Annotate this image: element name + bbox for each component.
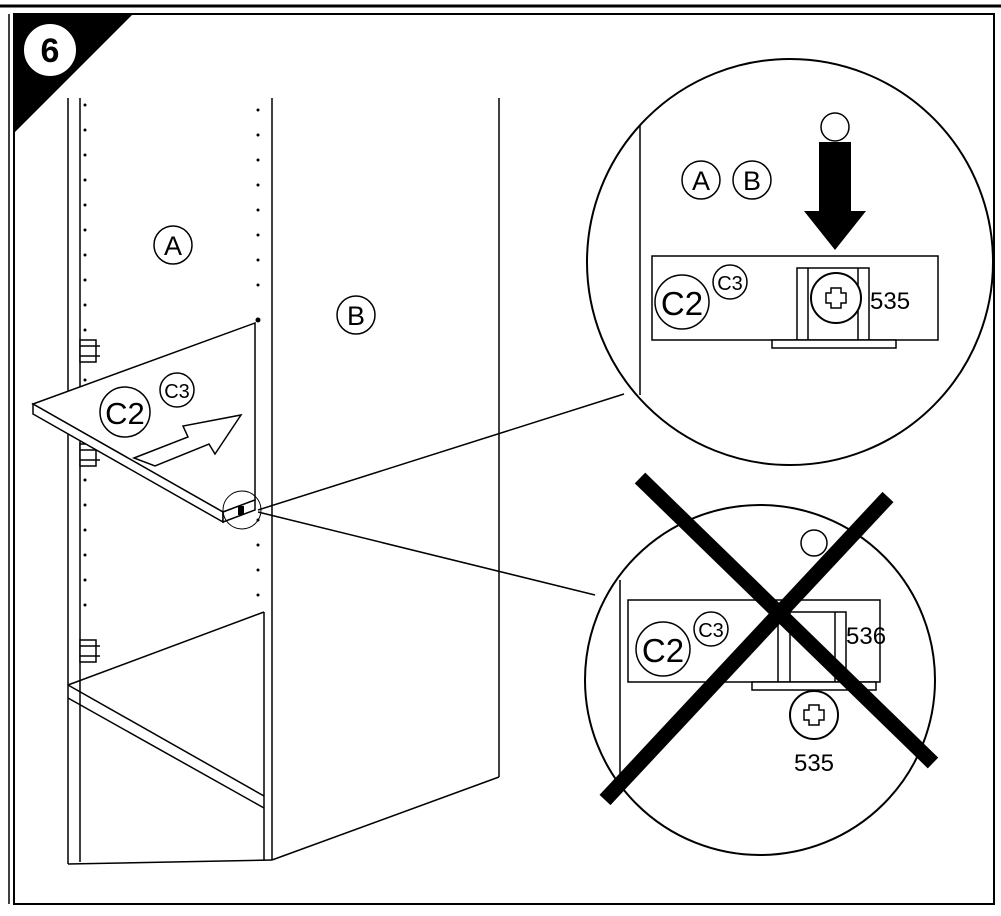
shelf-c3-label: C3 [164, 381, 190, 403]
leader-line-incorrect [257, 511, 596, 596]
leader-line-correct [257, 393, 625, 511]
detail-panel-b-circle [732, 160, 772, 200]
detail-incorrect-c3-label: C3 [698, 620, 724, 642]
detail-correct: 535 A B C2 C3 [586, 58, 994, 466]
step-frame [13, 13, 995, 905]
detail-incorrect-c2-circle [635, 621, 691, 677]
panel-a-label: A [164, 231, 182, 261]
detail-panel-a-label: A [692, 166, 710, 196]
screw-cross-head-icon [825, 287, 847, 309]
step-number-circle [22, 22, 78, 78]
plinth-edge [67, 697, 265, 809]
wrong-x-mark-icon [634, 472, 939, 769]
hinge-bracket-icon [79, 339, 100, 363]
panel-b-label: B [347, 301, 365, 331]
shelf-c2-label: C2 [105, 396, 145, 431]
detail-incorrect-c3-circle [693, 611, 729, 647]
wrong-x-mark-icon [599, 491, 894, 806]
shelf-c2-label-circle [99, 386, 151, 438]
detail-correct-c3-circle [712, 264, 748, 300]
bottom-shelf-back-edge [67, 611, 265, 686]
detail-incorrect: 536 535 C2 C3 [584, 472, 939, 856]
peg-hole [800, 529, 828, 557]
detail-incorrect-screw-part: 535 [794, 750, 834, 777]
detail-incorrect-bracket-part: 536 [846, 623, 886, 650]
hinge-bracket-icon [79, 639, 100, 663]
detail-panel-a-circle [681, 160, 721, 200]
panel-a-label-circle [153, 225, 193, 265]
peg-holes-left [83, 103, 87, 607]
detail-correct-c2-label: C2 [661, 285, 703, 322]
detail-correct-screw-part: 535 [870, 288, 910, 315]
shelf-c3-label-circle [159, 372, 195, 408]
screw-cross-head-icon [803, 704, 825, 726]
insert-direction-arrow-icon [131, 413, 243, 467]
cabinet-illustration [67, 98, 500, 865]
right-panel-bottom-edge [271, 776, 500, 861]
shelf-clip [238, 506, 244, 515]
bottom-shelf-front-edge [67, 684, 265, 797]
step-number: 6 [41, 32, 60, 70]
push-down-arrow-icon [804, 142, 866, 250]
peg-holes-right [255, 108, 261, 597]
base-line [67, 859, 273, 865]
peg-hole [820, 112, 850, 142]
detail-correct-c2-circle [654, 274, 710, 330]
detail-incorrect-c2-label: C2 [642, 632, 684, 669]
panel-b-label-circle [336, 295, 376, 335]
detail-correct-c3-label: C3 [717, 273, 743, 295]
detail-panel-b-label: B [743, 166, 761, 196]
callout-marker [222, 490, 262, 530]
